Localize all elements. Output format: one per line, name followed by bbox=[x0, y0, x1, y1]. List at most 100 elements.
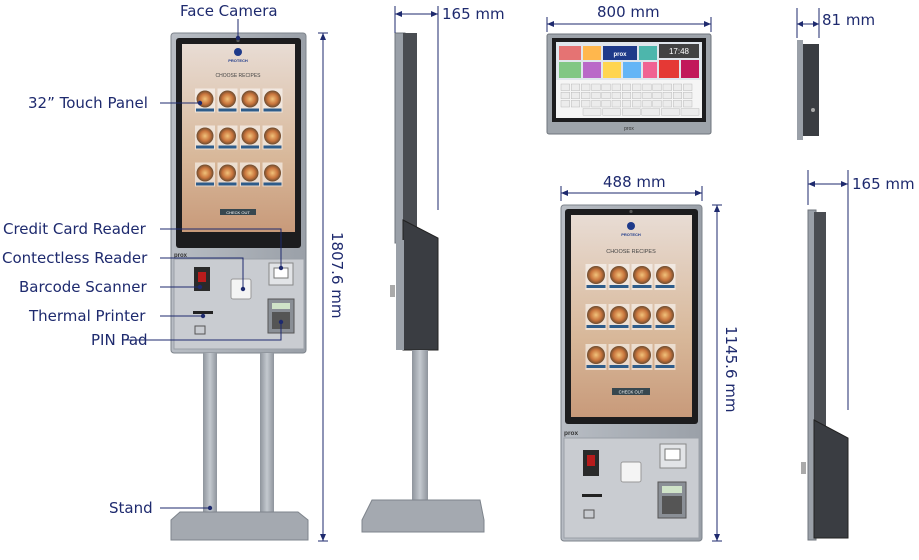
recipe-caption-bar bbox=[632, 365, 652, 368]
keyboard-key[interactable] bbox=[652, 100, 662, 108]
recipe-dish-image bbox=[633, 266, 651, 284]
keyboard-key[interactable] bbox=[642, 100, 652, 108]
label-face-camera: Face Camera bbox=[180, 2, 278, 20]
keyboard-key[interactable] bbox=[560, 100, 570, 108]
counter-kiosk-front: PROTECH CHOOSE RECIPES CHECK OUT prox bbox=[560, 204, 703, 542]
recipe-dish-image bbox=[610, 346, 628, 364]
dim-counter-depth: 165 mm bbox=[852, 175, 915, 193]
keyboard-key[interactable] bbox=[673, 100, 683, 108]
label-barcode-scanner: Barcode Scanner bbox=[19, 278, 147, 296]
keyboard-key[interactable] bbox=[662, 100, 672, 108]
keyboard-key[interactable] bbox=[591, 100, 601, 108]
keyboard-key[interactable] bbox=[582, 108, 602, 116]
keyboard-key[interactable] bbox=[591, 83, 601, 91]
keyboard-key[interactable] bbox=[611, 83, 621, 91]
recipe-dish-image bbox=[633, 306, 651, 324]
screen-title: CHOOSE RECIPES bbox=[215, 73, 261, 79]
recipe-dish-image bbox=[219, 90, 236, 108]
recipe-caption-bar bbox=[196, 182, 214, 186]
keyboard-key[interactable] bbox=[601, 100, 611, 108]
dim-floor-depth: 165 mm bbox=[442, 5, 505, 23]
label-stand: Stand bbox=[109, 499, 153, 517]
tablet-device-brand: prox bbox=[624, 126, 634, 132]
recipe-dish-image bbox=[656, 266, 674, 284]
counter-checkout-label: CHECK OUT bbox=[619, 390, 644, 395]
keyboard-key[interactable] bbox=[632, 91, 642, 99]
recipe-dish-image bbox=[587, 346, 605, 364]
keyboard-key[interactable] bbox=[602, 108, 621, 116]
counter-device-brand: prox bbox=[564, 430, 578, 437]
keyboard-key[interactable] bbox=[673, 83, 683, 91]
keyboard-key[interactable] bbox=[652, 91, 662, 99]
stand-pole-left bbox=[203, 353, 217, 518]
recipe-dish-image bbox=[264, 90, 281, 108]
tablet-front: prox 17:48 prox bbox=[546, 33, 712, 135]
keyboard-key[interactable] bbox=[581, 83, 591, 91]
keyboard-key[interactable] bbox=[683, 100, 693, 108]
keyboard-key[interactable] bbox=[652, 83, 662, 91]
keyboard-key[interactable] bbox=[632, 83, 642, 91]
recipe-dish-image bbox=[264, 164, 281, 182]
recipe-caption-bar bbox=[218, 145, 237, 149]
recipe-caption-bar bbox=[586, 325, 606, 328]
counter-checkout-button[interactable] bbox=[612, 388, 650, 395]
recipe-caption-bar bbox=[655, 285, 675, 288]
recipe-caption-bar bbox=[655, 325, 675, 328]
keyboard-key[interactable] bbox=[680, 108, 700, 116]
recipe-dish-image bbox=[264, 127, 281, 145]
recipe-dish-image bbox=[656, 346, 674, 364]
recipe-dish-image bbox=[219, 127, 236, 145]
keyboard-key[interactable] bbox=[581, 91, 591, 99]
label-thermal-printer: Thermal Printer bbox=[29, 307, 146, 325]
keyboard-key[interactable] bbox=[611, 91, 621, 99]
keyboard-key[interactable] bbox=[560, 91, 570, 99]
recipe-caption-bar bbox=[218, 108, 237, 112]
keyboard-key[interactable] bbox=[683, 91, 693, 99]
recipe-caption-bar bbox=[218, 182, 237, 186]
recipe-dish-image bbox=[587, 266, 605, 284]
keyboard-key[interactable] bbox=[642, 91, 652, 99]
checkout-button[interactable] bbox=[220, 209, 256, 215]
keyboard-key[interactable] bbox=[622, 91, 632, 99]
brand-logo-icon bbox=[234, 48, 242, 56]
keyboard-key[interactable] bbox=[661, 108, 680, 116]
keyboard-key[interactable] bbox=[641, 108, 660, 116]
thermal-printer bbox=[193, 311, 213, 314]
keyboard-key[interactable] bbox=[591, 91, 601, 99]
dim-counter-height: 1145.6 mm bbox=[722, 326, 740, 413]
stand-base bbox=[170, 511, 309, 541]
counter-screen-brand: PROTECH bbox=[621, 232, 641, 237]
recipe-caption-bar bbox=[263, 182, 282, 186]
keyboard-key[interactable] bbox=[622, 108, 641, 116]
keyboard-key[interactable] bbox=[571, 100, 581, 108]
callout-lines bbox=[122, 19, 284, 511]
recipe-caption-bar bbox=[632, 325, 652, 328]
floor-kiosk-side bbox=[361, 32, 485, 533]
label-contactless-reader: Contectless Reader bbox=[2, 249, 148, 267]
keyboard-key[interactable] bbox=[622, 100, 632, 108]
keyboard-key[interactable] bbox=[571, 83, 581, 91]
recipe-dish-image bbox=[633, 346, 651, 364]
dimension-lines bbox=[318, 6, 849, 542]
recipe-dish-image bbox=[610, 306, 628, 324]
keyboard-key[interactable] bbox=[683, 83, 693, 91]
keyboard-key[interactable] bbox=[571, 91, 581, 99]
keyboard-key[interactable] bbox=[560, 83, 570, 91]
keyboard-key[interactable] bbox=[632, 100, 642, 108]
keyboard-key[interactable] bbox=[642, 83, 652, 91]
label-pin-pad: PIN Pad bbox=[91, 331, 148, 349]
keyboard-key[interactable] bbox=[662, 83, 672, 91]
keyboard-key[interactable] bbox=[611, 100, 621, 108]
recipe-dish-image bbox=[219, 164, 236, 182]
recipe-caption-bar bbox=[609, 365, 629, 368]
keyboard-key[interactable] bbox=[581, 100, 591, 108]
dim-tablet-width: 800 mm bbox=[597, 3, 660, 21]
tablet-keyboard[interactable] bbox=[560, 83, 700, 116]
keyboard-key[interactable] bbox=[673, 91, 683, 99]
keyboard-key[interactable] bbox=[622, 83, 632, 91]
keyboard-key[interactable] bbox=[601, 83, 611, 91]
keyboard-key[interactable] bbox=[601, 91, 611, 99]
dim-floor-height: 1807.6 mm bbox=[328, 232, 346, 319]
keyboard-key[interactable] bbox=[662, 91, 672, 99]
